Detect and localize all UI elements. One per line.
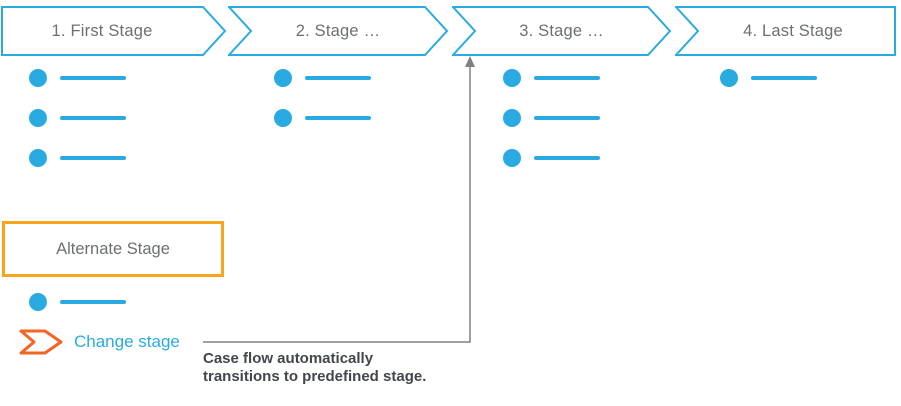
step-item [503,109,600,127]
step-bar-icon [534,156,600,160]
step-item [503,69,600,87]
stage-2-chevron-icon [228,6,449,56]
step-bar-icon [60,116,126,120]
annotation-text: Case flow automatically transitions to p… [203,350,426,386]
step-item [29,293,126,311]
step-dot-icon [503,149,521,167]
step-item [503,149,600,167]
alternate-stage-steps [29,293,126,311]
step-item [274,69,371,87]
step-item [720,69,817,87]
step-item [29,109,126,127]
stage-1-label: 1. First Stage [51,22,153,40]
step-dot-icon [29,69,47,87]
step-bar-icon [60,76,126,80]
step-item [29,69,126,87]
stage-2-steps [274,69,371,127]
stage-4-steps [720,69,817,87]
annotation-line-2: transitions to predefined stage. [203,368,427,385]
step-item [274,109,371,127]
stage-4-chevron-icon [675,6,896,56]
step-item [29,149,126,167]
step-bar-icon [534,116,600,120]
step-dot-icon [274,109,292,127]
step-dot-icon [503,109,521,127]
stage-3-chevron-icon [452,6,672,56]
stage-4-label: 4. Last Stage [743,22,843,40]
step-dot-icon [274,69,292,87]
step-dot-icon [29,293,47,311]
stage-1-chevron-icon [1,6,227,56]
step-dot-icon [29,149,47,167]
stage-2-label: 2. Stage … [295,22,381,40]
alternate-stage-box: Alternate Stage [2,221,224,277]
step-bar-icon [751,76,817,80]
stage-3-label: 3. Stage … [519,22,604,40]
stage-3-steps [503,69,600,167]
step-dot-icon [720,69,738,87]
alternate-stage-label: Alternate Stage [56,240,170,258]
step-dot-icon [503,69,521,87]
step-bar-icon [534,76,600,80]
annotation-line-1: Case flow automatically [203,350,374,367]
step-bar-icon [60,156,126,160]
stage-1-steps [29,69,126,167]
change-stage-label: Change stage [74,332,180,351]
step-bar-icon [305,116,371,120]
change-stage-row: Change stage [19,329,180,355]
step-dot-icon [29,109,47,127]
step-bar-icon [60,300,126,304]
step-bar-icon [305,76,371,80]
change-stage-icon [19,329,63,355]
